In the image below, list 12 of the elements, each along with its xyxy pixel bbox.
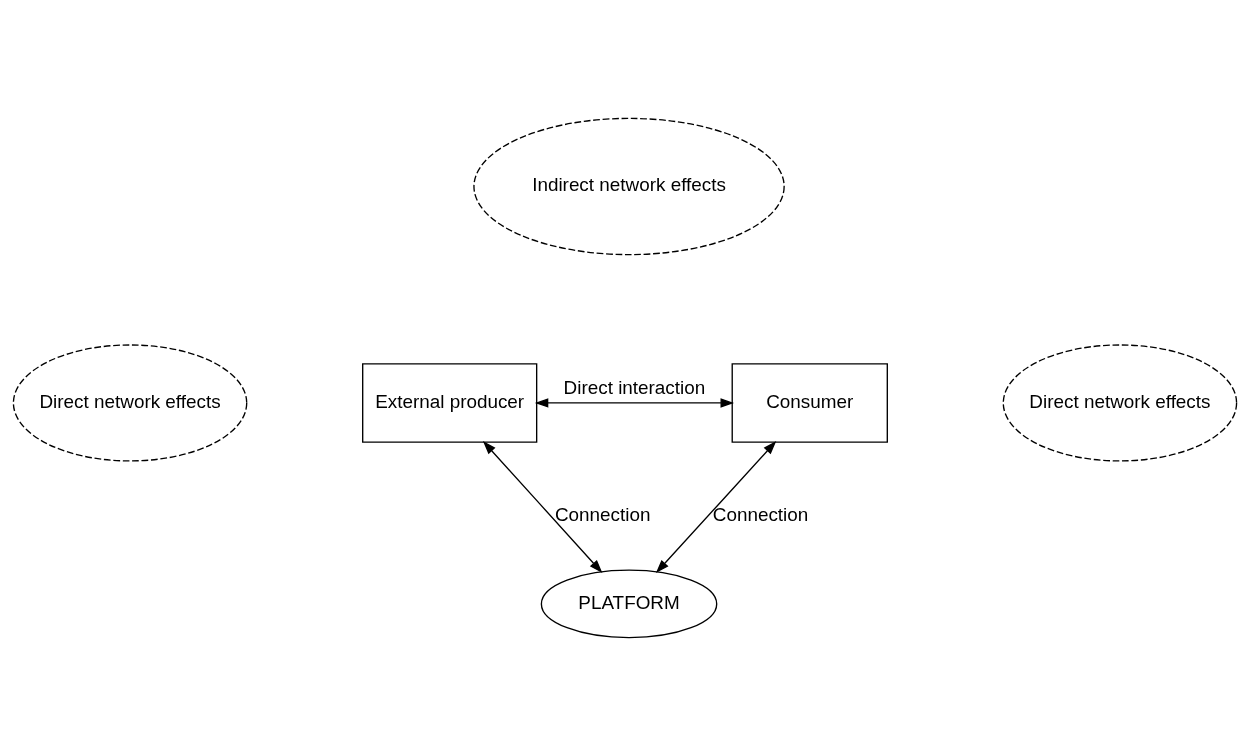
node-box: Consumer — [731, 362, 888, 443]
edge-label: Connection — [712, 503, 809, 525]
arrow — [655, 440, 777, 573]
node-ellipse: PLATFORM — [540, 569, 718, 638]
edge-label: Direct interaction — [563, 376, 706, 398]
edge-label: Connection — [555, 503, 651, 525]
node-ellipse: Indirect network effects — [473, 117, 785, 255]
node-ellipse: Direct network effects — [12, 343, 248, 462]
node-ellipse: Direct network effects — [1002, 343, 1238, 462]
node-box: External producer — [362, 362, 538, 443]
arrow — [482, 440, 603, 573]
arrow — [534, 397, 734, 408]
